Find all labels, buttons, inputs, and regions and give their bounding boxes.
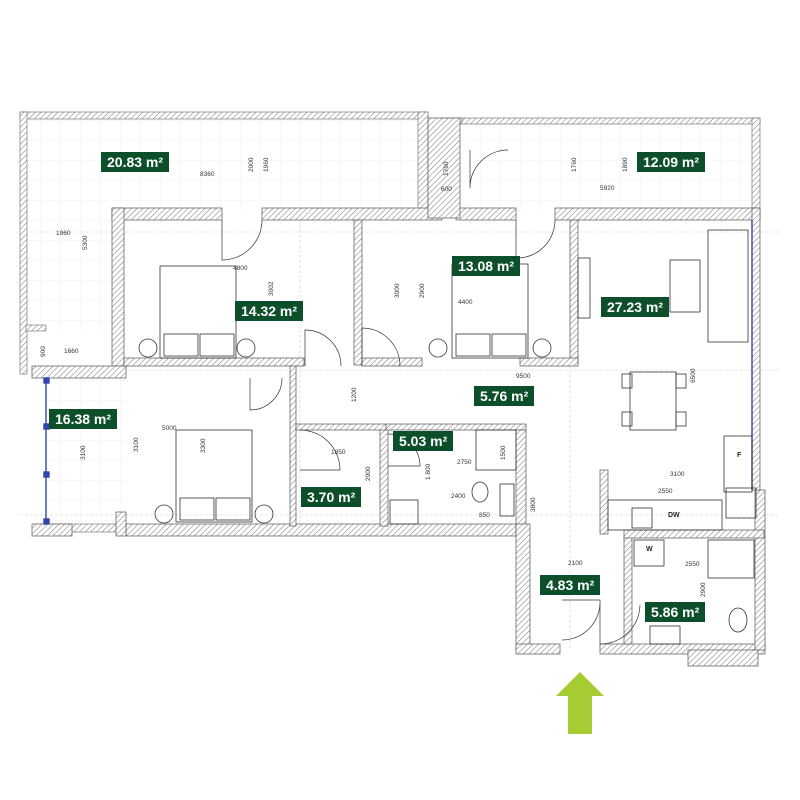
dimension-text: 600 bbox=[441, 186, 452, 193]
dimension-text: 1890 bbox=[622, 157, 629, 172]
dimension-text: 2100 bbox=[568, 560, 583, 567]
washer-label: W bbox=[646, 546, 653, 553]
kitchen-counter bbox=[607, 499, 723, 531]
area-label-living-kitchen: 27.23 m² bbox=[601, 297, 670, 317]
terrace-grid bbox=[26, 118, 755, 524]
dimension-text: 2750 bbox=[457, 459, 472, 466]
dimension-text: 3100 bbox=[670, 471, 685, 478]
area-label-wc: 3.70 m² bbox=[301, 487, 362, 507]
area-label-bedroom-2: 13.08 m² bbox=[452, 256, 521, 276]
dimension-text: 2900 bbox=[419, 283, 426, 298]
dimension-text: 1850 bbox=[331, 449, 346, 456]
dimension-text: 2000 bbox=[248, 157, 255, 172]
dimension-text: 850 bbox=[479, 512, 490, 519]
area-label-terrace-top-left: 20.83 m² bbox=[101, 152, 170, 172]
dimension-text: 900 bbox=[40, 346, 47, 357]
dimension-text: 1760 bbox=[443, 161, 450, 176]
area-label-terrace-left: 16.38 m² bbox=[49, 409, 118, 429]
door-swings bbox=[221, 149, 641, 645]
dimension-text: 4400 bbox=[458, 299, 473, 306]
entrance-arrow-icon bbox=[556, 672, 604, 734]
area-label-bathroom-1: 5.03 m² bbox=[393, 431, 454, 451]
dimension-text: 1960 bbox=[56, 230, 71, 237]
dimension-text: 1960 bbox=[263, 157, 270, 172]
dimension-text: 1500 bbox=[500, 445, 507, 460]
dimension-text: 6500 bbox=[690, 368, 697, 383]
area-label-bathroom-2: 5.86 m² bbox=[645, 602, 706, 622]
dimension-text: 5920 bbox=[600, 185, 615, 192]
dimension-text: 3800 bbox=[530, 497, 537, 512]
dimension-text: 2400 bbox=[451, 493, 466, 500]
dining-table bbox=[629, 371, 677, 431]
dimension-text: 3100 bbox=[80, 445, 87, 460]
area-label-entrance-hall: 4.83 m² bbox=[540, 575, 601, 595]
dimension-text: 2550 bbox=[685, 561, 700, 568]
dimension-text: 1760 bbox=[571, 157, 578, 172]
dimension-text: 8360 bbox=[200, 171, 215, 178]
dimension-text: 2000 bbox=[365, 466, 372, 481]
dimension-text: 5000 bbox=[162, 425, 177, 432]
dimension-text: 1 800 bbox=[425, 463, 432, 480]
dimension-text: 4800 bbox=[233, 265, 248, 272]
dishwasher-label: DW bbox=[668, 512, 680, 519]
dimension-text: 3100 bbox=[133, 437, 140, 452]
walls bbox=[31, 117, 766, 667]
dimension-text: 1660 bbox=[64, 348, 79, 355]
area-label-bedroom-1: 14.32 m² bbox=[235, 301, 304, 321]
dimension-text: 3000 bbox=[394, 283, 401, 298]
area-label-terrace-top-right: 12.09 m² bbox=[637, 152, 706, 172]
dimension-text: 2900 bbox=[700, 582, 707, 597]
area-label-corridor: 5.76 m² bbox=[474, 386, 535, 406]
bed-3 bbox=[175, 429, 253, 523]
lamp-icon bbox=[138, 338, 158, 358]
dimension-text: 3300 bbox=[200, 438, 207, 453]
sofa bbox=[707, 229, 749, 343]
dimension-text: 3002 bbox=[268, 281, 275, 296]
dimension-text: 2550 bbox=[658, 488, 673, 495]
fridge-label: F bbox=[737, 452, 742, 459]
dimension-text: 9500 bbox=[516, 373, 531, 380]
dimension-text: 1200 bbox=[351, 387, 358, 402]
furniture bbox=[138, 229, 757, 645]
dimension-text: 5300 bbox=[82, 235, 89, 250]
